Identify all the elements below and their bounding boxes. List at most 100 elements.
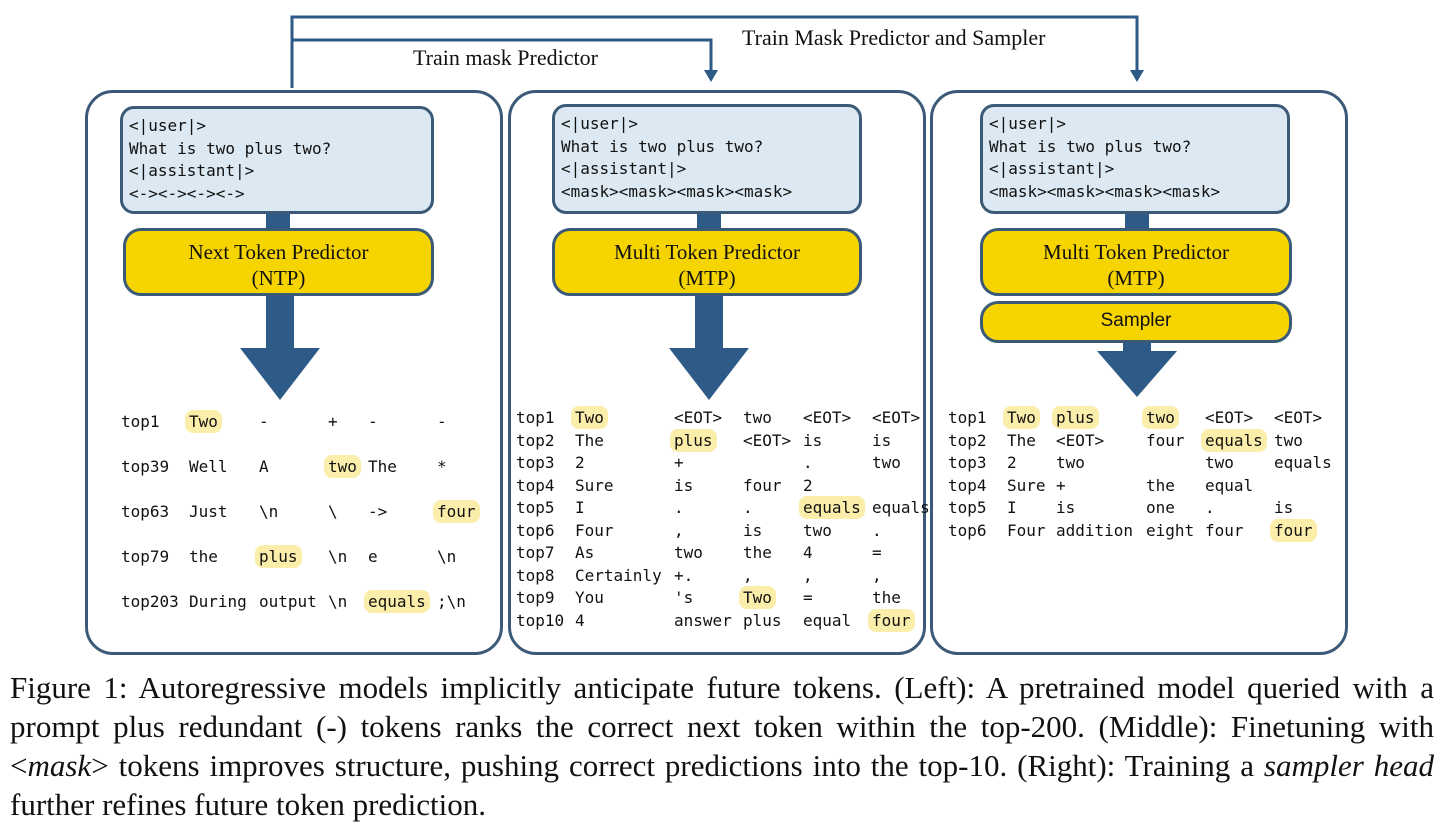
- middle-row-label: top9: [516, 588, 555, 607]
- right-highlighted-token: four: [1270, 518, 1317, 542]
- left-token: plus: [255, 545, 302, 568]
- arrowhead-middle: [704, 70, 718, 82]
- middle-token: two: [674, 543, 703, 562]
- middle-highlighted-token: plus: [670, 428, 717, 452]
- middle-token: +: [674, 453, 684, 472]
- middle-token: plus: [670, 428, 717, 452]
- left-token: the: [189, 547, 218, 566]
- left-token: e: [368, 547, 378, 566]
- left-row-label: top79: [121, 547, 170, 566]
- middle-token: 2: [575, 453, 585, 472]
- arrow-train-mask: [292, 38, 713, 72]
- right-token: plus: [1052, 406, 1099, 429]
- train-mask-label: Train mask Predictor: [413, 45, 598, 70]
- caption-mask-term: mask: [27, 748, 92, 783]
- left-token: four: [433, 500, 480, 523]
- caption-part-1: Figure 1: Autoregressive models implicit…: [10, 670, 1434, 783]
- right-token: Four: [1007, 520, 1046, 540]
- middle-token: two: [872, 453, 901, 472]
- left-token: \: [328, 502, 338, 521]
- middle-row-label: top8: [516, 565, 555, 585]
- middle-row-label: top3: [516, 453, 555, 472]
- middle-token: the: [743, 543, 772, 562]
- right-down-arrow: [1097, 343, 1177, 397]
- right-token: four: [1270, 518, 1317, 542]
- right-token: The: [1007, 430, 1036, 450]
- middle-row-label: top2: [516, 430, 555, 450]
- train-mask-sampler-label: Train Mask Predictor and Sampler: [742, 25, 1046, 50]
- middle-token: four: [743, 475, 782, 495]
- right-token: two: [1205, 453, 1234, 472]
- middle-token: <EOT>: [872, 408, 921, 427]
- middle-row-label: top5: [516, 498, 555, 517]
- right-token: is: [1274, 498, 1294, 517]
- left-predictor-abbr: (NTP): [251, 266, 306, 290]
- middle-row-label: top1: [516, 408, 555, 427]
- right-row-label: top6: [948, 520, 987, 540]
- right-token: equal: [1205, 475, 1254, 495]
- middle-token: the: [872, 588, 901, 607]
- right-row-label: top3: [948, 453, 987, 472]
- left-token: Just: [189, 502, 228, 521]
- middle-token: equals: [872, 498, 930, 517]
- middle-down-arrow: [669, 296, 749, 400]
- middle-token: Two: [571, 406, 608, 429]
- middle-token: <EOT>: [743, 430, 792, 450]
- middle-token: .: [743, 498, 753, 517]
- right-stem-top: [1125, 214, 1149, 232]
- middle-highlighted-token: Two: [571, 406, 608, 429]
- left-token: Two: [185, 410, 222, 433]
- middle-token: ,: [803, 565, 813, 585]
- right-token: four: [1146, 430, 1185, 450]
- right-token: addition: [1056, 520, 1134, 540]
- right-predictor: Multi Token Predictor (MTP): [980, 228, 1292, 296]
- right-row-label: top4: [948, 475, 987, 495]
- middle-token: ,: [743, 565, 753, 585]
- left-predictor-name: Next Token Predictor: [188, 240, 369, 264]
- middle-predictor-name: Multi Token Predictor: [614, 240, 800, 264]
- left-token: \n: [328, 592, 348, 611]
- left-token: Well: [189, 457, 228, 476]
- right-token: <EOT>: [1274, 408, 1323, 427]
- middle-row-label: top6: [516, 520, 555, 540]
- right-token: one: [1146, 498, 1175, 517]
- left-row-label: top63: [121, 502, 170, 521]
- right-highlighted-token: plus: [1052, 406, 1099, 429]
- right-token: equals: [1274, 453, 1332, 472]
- middle-token: plus: [743, 610, 782, 630]
- right-token: I: [1007, 498, 1017, 517]
- middle-token: is: [872, 430, 892, 450]
- middle-token: ,: [872, 565, 882, 585]
- middle-token: Sure: [575, 475, 614, 495]
- left-row-label: top1: [121, 412, 160, 431]
- right-token: two: [1142, 406, 1179, 429]
- right-row-label: top5: [948, 498, 987, 517]
- right-predictor-abbr: (MTP): [1107, 266, 1165, 290]
- right-token: four: [1205, 520, 1244, 540]
- middle-token: .: [872, 520, 882, 540]
- left-token: equals: [364, 590, 430, 613]
- left-token: two: [324, 455, 361, 478]
- right-token: the: [1146, 475, 1175, 495]
- middle-token: .: [674, 498, 684, 517]
- right-token: Sure: [1007, 475, 1046, 495]
- left-prompt: <|user|> What is two plus two? <|assista…: [120, 106, 434, 214]
- middle-highlighted-token: Two: [739, 586, 776, 609]
- middle-token: <EOT>: [803, 408, 852, 427]
- left-token: -: [437, 412, 447, 431]
- left-predictor: Next Token Predictor (NTP): [123, 228, 434, 296]
- middle-token: is: [803, 430, 823, 450]
- middle-token: Certainly: [575, 565, 662, 585]
- right-highlighted-token: equals: [1201, 428, 1267, 452]
- left-row-label: top203: [121, 592, 179, 611]
- right-token: is: [1056, 498, 1076, 517]
- middle-prompt: <|user|> What is two plus two? <|assista…: [552, 104, 862, 214]
- caption-sampler-head-term: sampler head: [1263, 748, 1434, 783]
- middle-token: ,: [674, 520, 684, 540]
- left-highlighted-token: two: [324, 455, 361, 478]
- middle-token: +.: [674, 565, 694, 585]
- left-token: During: [189, 592, 247, 611]
- middle-token: =: [872, 543, 882, 562]
- middle-highlighted-token: four: [868, 608, 915, 632]
- middle-token: two: [803, 520, 832, 540]
